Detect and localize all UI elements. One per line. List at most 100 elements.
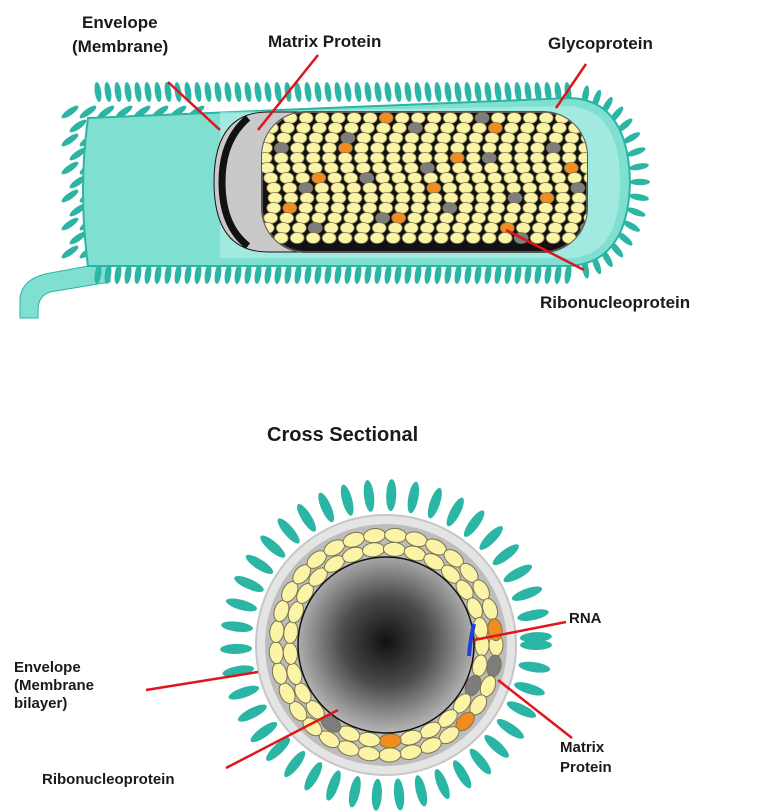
rnp-bead [546, 233, 560, 244]
spike [483, 82, 492, 103]
rnp-bead [292, 163, 306, 174]
rnp-bead [533, 133, 547, 144]
rnp-bead [268, 193, 282, 204]
rnp-bead [338, 153, 352, 164]
rnp-bead [443, 183, 457, 194]
rnp-bead [488, 213, 502, 224]
rnp-bead [456, 213, 470, 224]
rnp-bead [564, 163, 578, 174]
label-ribonucleoprotein-top: Ribonucleoprotein [540, 293, 690, 312]
rnp-bead [484, 163, 498, 174]
rnp-bead [388, 163, 402, 174]
rnp-bead [344, 123, 358, 134]
spike [463, 82, 472, 103]
rnp-bead [363, 113, 377, 124]
rnp-bead [539, 113, 553, 124]
rnp-bead [331, 183, 345, 194]
label-matrix-cs-line2: Protein [560, 759, 612, 776]
spike [113, 82, 122, 103]
spike [490, 541, 522, 568]
rnp-bead [450, 153, 464, 164]
rnp-bead [568, 173, 582, 184]
rnp-bead [356, 163, 370, 174]
cross-section-view [220, 479, 552, 811]
spike [263, 734, 293, 763]
rnp-bead [328, 213, 342, 224]
rnp-bead [340, 163, 354, 174]
rnp-bead [363, 203, 377, 214]
rnp-bead [520, 173, 534, 184]
rnp-bead [372, 223, 386, 234]
rnp-bead [540, 193, 554, 204]
rnp-bead [549, 133, 563, 144]
spike [433, 82, 442, 103]
rnp-bead [363, 183, 377, 194]
rnp-bead [379, 183, 393, 194]
rnp-bead [325, 133, 339, 144]
spike [253, 82, 262, 103]
rnp-bead [328, 123, 342, 134]
rnp-bead [548, 223, 562, 234]
rnp-bead [402, 233, 416, 244]
rnp-bead [379, 203, 393, 214]
rnp-bead [386, 143, 400, 154]
rnp-bead [452, 223, 466, 234]
rnp-bead [568, 213, 582, 224]
spike [362, 480, 376, 513]
rnp-bead [308, 163, 322, 174]
label-envelope-cs-line1: Envelope [14, 659, 81, 676]
rnp-bead [306, 143, 320, 154]
spike [221, 620, 254, 634]
spike [143, 82, 152, 103]
rnp-bead [418, 143, 432, 154]
label-envelope-line2: (Membrane) [72, 37, 168, 56]
spike [501, 561, 534, 585]
rnp-bead [504, 173, 518, 184]
spike [133, 82, 142, 103]
rnp-bead [498, 143, 512, 154]
rnp-bead [524, 193, 538, 204]
rnp-bead [450, 233, 464, 244]
rnp-bead [332, 193, 346, 204]
rnp-bead [420, 163, 434, 174]
rnp-bead [427, 203, 441, 214]
spike [338, 483, 356, 516]
rnp-bead [459, 203, 473, 214]
rnp-bead [491, 113, 505, 124]
rnp-bead [379, 733, 402, 748]
leader-envelope-cs [146, 672, 258, 690]
rnp-bead [264, 173, 278, 184]
rnp-bead [424, 213, 438, 224]
rnp-bead [360, 123, 374, 134]
rnp-bead [290, 153, 304, 164]
rnp-bead [338, 233, 352, 244]
rnp-bead [501, 133, 515, 144]
spike [243, 82, 252, 103]
spike [257, 532, 288, 561]
rnp-bead [284, 193, 298, 204]
label-glycoprotein: Glycoprotein [548, 34, 653, 53]
spike [236, 701, 269, 724]
spike [220, 644, 252, 655]
rnp-bead [572, 193, 586, 204]
rnp-bead [356, 223, 370, 234]
rnp-bead [420, 223, 434, 234]
rnp-bead [280, 173, 294, 184]
rnp-bead [452, 163, 466, 174]
rnp-bead [392, 173, 406, 184]
rnp-bead [440, 123, 454, 134]
rnp-bead [532, 163, 546, 174]
spike [403, 82, 412, 103]
label-ribonucleoprotein-cs: Ribonucleoprotein [42, 771, 175, 788]
rnp-bead [466, 233, 480, 244]
rnp-bead [357, 133, 371, 144]
rnp-bead [424, 123, 438, 134]
rnp-bead [552, 213, 566, 224]
spike [413, 82, 422, 103]
rnp-bead [274, 143, 288, 154]
spike [353, 82, 362, 103]
rnp-bead [532, 223, 546, 234]
rnp-bead [395, 183, 409, 194]
rnp-bead [283, 203, 297, 214]
spike [347, 775, 363, 808]
